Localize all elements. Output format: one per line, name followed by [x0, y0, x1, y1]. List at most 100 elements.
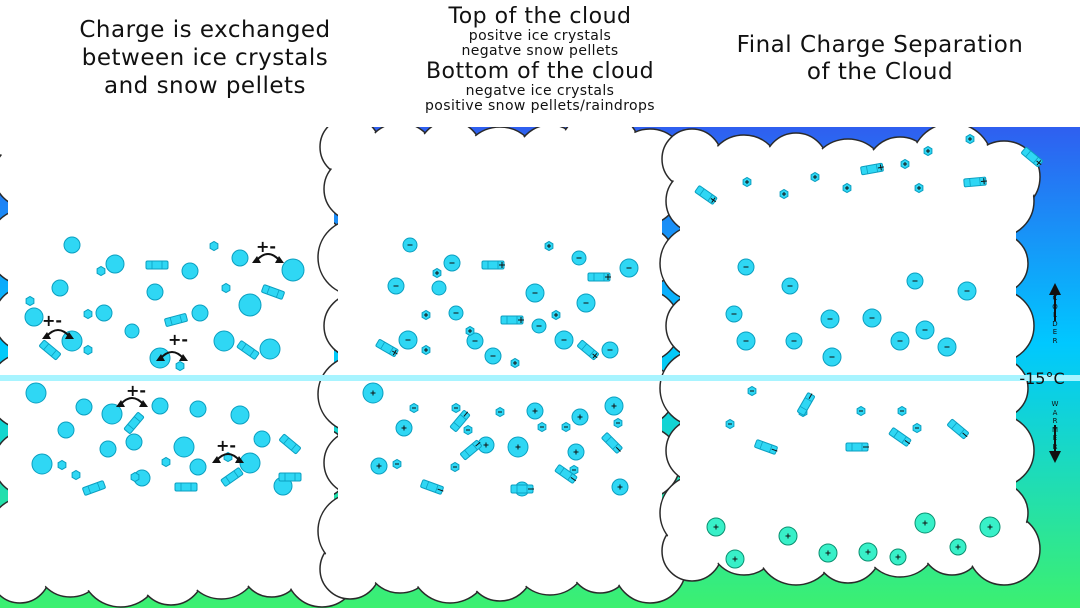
ice-crystal-icon — [963, 176, 987, 188]
ice-crystal-icon — [797, 392, 815, 416]
top-of-cloud-line: positve ice crystals — [468, 28, 612, 44]
ice-crystal-icon — [278, 472, 302, 482]
snow-pellet-icon — [125, 433, 143, 451]
ice-crystal-icon — [175, 360, 185, 372]
snow-pellet-icon — [31, 453, 53, 475]
middle-cloud — [317, 127, 687, 604]
exchange-arrows — [42, 253, 284, 463]
ice-crystal-icon — [71, 469, 81, 481]
ice-crystal-icon — [164, 313, 188, 327]
exchange-arrow-icon — [212, 453, 244, 463]
temperature-label: -15°C — [1019, 369, 1065, 388]
ice-crystal-icon — [375, 339, 399, 357]
snow-pellet-icon — [24, 307, 44, 327]
cloud-scene — [0, 127, 1080, 608]
ice-crystal-icon — [500, 315, 524, 325]
ice-crystal-icon — [82, 480, 106, 496]
snow-pellet-icon — [181, 262, 199, 280]
exchange-label: +- — [42, 311, 63, 330]
bottom-of-cloud-line: positive snow pellets/raindrops — [425, 98, 655, 114]
ice-crystal-icon — [130, 471, 140, 483]
top-of-cloud-heading: Top of the cloud — [448, 4, 632, 29]
ice-crystal-icon — [145, 260, 169, 270]
ice-crystal-icon — [96, 265, 106, 277]
ice-crystal-icon — [947, 418, 969, 440]
ice-crystal-icon — [888, 427, 912, 447]
left-title-line: between ice crystals — [81, 45, 329, 71]
ice-crystal-icon — [221, 282, 231, 294]
right-title-line: of the Cloud — [806, 59, 954, 85]
snow-pellet-icon — [101, 403, 123, 425]
snow-pellet-icon — [238, 293, 262, 317]
snow-pellet-icon — [151, 397, 169, 415]
snow-pellet-icon — [230, 405, 250, 425]
particles — [24, 133, 1043, 569]
ice-crystal-icon — [860, 162, 884, 176]
ice-crystal-icon — [236, 340, 260, 360]
snow-pellet-icon — [189, 458, 207, 476]
snow-pellet-icon — [191, 304, 209, 322]
snow-pellet-icon — [173, 436, 195, 458]
snow-pellet-icon — [61, 330, 83, 352]
exchange-label: +- — [168, 330, 189, 349]
ice-crystal-icon — [510, 484, 534, 494]
ice-crystal-icon — [601, 432, 623, 454]
ice-crystal-icon — [420, 479, 444, 495]
snow-pellet-icon — [213, 330, 235, 352]
exchange-arrow-icon — [116, 397, 148, 407]
snow-pellet-icon — [75, 398, 93, 416]
snow-pellet-icon — [253, 430, 271, 448]
snow-pellet-icon — [57, 421, 75, 439]
arrow-down-icon — [1049, 425, 1061, 463]
ice-crystal-icon — [209, 240, 219, 252]
exchange-arrow-icon — [42, 329, 74, 339]
right-panel-title: Final Charge Separation of the Cloud — [700, 32, 1060, 86]
top-of-cloud-line: negatve snow pellets — [461, 43, 619, 59]
left-title-line: Charge is exchanged — [79, 17, 331, 43]
exchange-label: +- — [256, 237, 277, 256]
ice-crystal-icon — [25, 295, 35, 307]
snow-pellet-icon — [281, 258, 305, 282]
exchange-label: +- — [126, 381, 147, 400]
snow-pellet-icon — [146, 283, 164, 301]
ice-crystal-icon — [694, 185, 718, 205]
ice-crystal-icon — [161, 456, 171, 468]
header: Charge is exchanged between ice crystals… — [0, 0, 1080, 127]
temperature-line — [0, 375, 1080, 381]
ice-crystal-icon — [174, 482, 198, 492]
ice-crystal-icon — [754, 439, 778, 455]
ice-crystal-icon — [1021, 146, 1043, 168]
snow-pellet-icon — [105, 254, 125, 274]
ice-crystal-icon — [449, 410, 471, 432]
snow-pellet-icon — [189, 400, 207, 418]
left-title-line: and snow pellets — [103, 73, 307, 99]
exchange-label: +- — [216, 436, 237, 455]
exchange-arrow-icon — [252, 253, 284, 263]
snow-pellet-icon — [25, 382, 47, 404]
ice-crystal-icon — [83, 308, 93, 320]
exchange-arrow-icon — [156, 351, 188, 361]
ice-crystal-icon — [261, 284, 285, 300]
snow-pellet-icon — [259, 338, 281, 360]
snow-pellet-icon — [63, 236, 81, 254]
ice-crystal-icon — [587, 272, 611, 282]
bottom-of-cloud-heading: Bottom of the cloud — [425, 59, 655, 84]
ice-crystal-icon — [481, 260, 505, 270]
ice-crystal-icon — [57, 459, 67, 471]
ice-crystal-icon — [39, 339, 61, 361]
middle-panel-title: Top of the cloud positve ice crystals ne… — [370, 4, 710, 114]
snow-pellet-icon — [95, 304, 113, 322]
ice-crystal-icon — [460, 439, 482, 461]
ice-crystal-icon — [83, 344, 93, 356]
right-cloud — [659, 127, 1041, 586]
snow-pellet-icon — [51, 279, 69, 297]
ice-crystal-icon — [577, 339, 599, 361]
ice-crystal-icon — [554, 464, 578, 484]
right-title-line: Final Charge Separation — [736, 32, 1024, 58]
snow-pellet-icon — [99, 440, 117, 458]
snow-pellet-icon — [124, 323, 140, 339]
ice-crystal-icon — [123, 412, 145, 434]
ice-crystal-icon — [845, 442, 869, 452]
